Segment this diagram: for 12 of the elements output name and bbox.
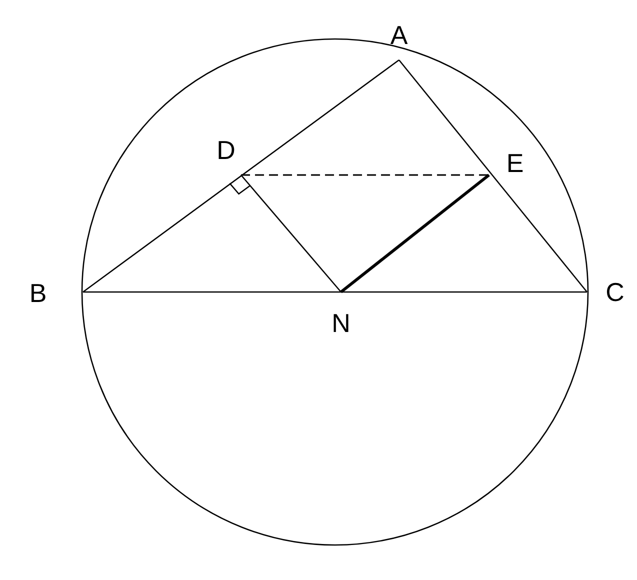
line-segment <box>82 59 400 293</box>
point-label: E <box>506 150 524 176</box>
line-segment <box>340 174 490 294</box>
line-segment <box>398 60 588 292</box>
point-label: B <box>29 280 47 306</box>
point-label: D <box>216 137 236 163</box>
point-label: C <box>606 279 624 305</box>
point-label: N <box>332 310 350 336</box>
line-segment <box>240 174 342 292</box>
point-label: A <box>390 22 408 48</box>
dashed-segment <box>241 174 489 176</box>
line-segment <box>83 291 587 293</box>
